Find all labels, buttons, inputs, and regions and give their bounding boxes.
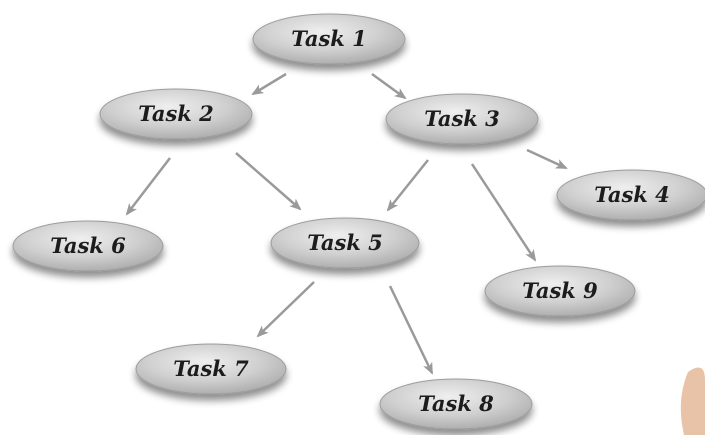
nodes-layer: Task 1 Task 2 Task 3 Task 4 Task 5 Task 6 Task… bbox=[12, 13, 705, 430]
node-label-task5: Task 5 bbox=[307, 230, 383, 255]
node-task7: Task 7 bbox=[135, 343, 287, 395]
edge-task5-to-task7 bbox=[256, 281, 315, 338]
edge-task2-to-task6 bbox=[125, 157, 171, 216]
node-task6: Task 6 bbox=[12, 220, 164, 272]
node-shape-task5 bbox=[270, 217, 420, 269]
node-shape-task6 bbox=[12, 220, 164, 272]
node-task9: Task 9 bbox=[484, 265, 636, 317]
edge-task1-to-task2 bbox=[251, 72, 287, 96]
node-task3: Task 3 bbox=[385, 93, 539, 145]
node-label-task8: Task 8 bbox=[418, 391, 494, 416]
node-label-task9: Task 9 bbox=[522, 278, 598, 303]
node-task8: Task 8 bbox=[379, 378, 533, 430]
node-shape-task7 bbox=[135, 343, 287, 395]
node-label-task4: Task 4 bbox=[594, 182, 670, 207]
node-task4: Task 4 bbox=[556, 169, 705, 221]
node-shape-task1 bbox=[252, 13, 406, 65]
node-label-task6: Task 6 bbox=[50, 233, 126, 258]
node-shape-task9 bbox=[484, 265, 636, 317]
node-label-task1: Task 1 bbox=[291, 26, 367, 51]
node-label-task2: Task 2 bbox=[138, 101, 214, 126]
edge-task3-to-task5 bbox=[386, 159, 429, 212]
corner-decoration bbox=[680, 367, 705, 435]
node-shape-task4 bbox=[556, 169, 705, 221]
node-shape-task8 bbox=[379, 378, 533, 430]
node-task5: Task 5 bbox=[270, 217, 420, 269]
edge-task1-to-task3 bbox=[371, 72, 407, 100]
edge-task2-to-task5 bbox=[235, 152, 302, 211]
node-task1: Task 1 bbox=[252, 13, 406, 65]
node-task2: Task 2 bbox=[99, 88, 253, 140]
node-label-task7: Task 7 bbox=[173, 356, 249, 381]
edges-layer bbox=[125, 72, 568, 375]
edge-task3-to-task9 bbox=[470, 163, 537, 262]
node-shape-task3 bbox=[385, 93, 539, 145]
node-shape-task2 bbox=[99, 88, 253, 140]
edge-task5-to-task8 bbox=[388, 285, 434, 375]
node-label-task3: Task 3 bbox=[424, 106, 500, 131]
edge-task3-to-task4 bbox=[526, 148, 568, 170]
